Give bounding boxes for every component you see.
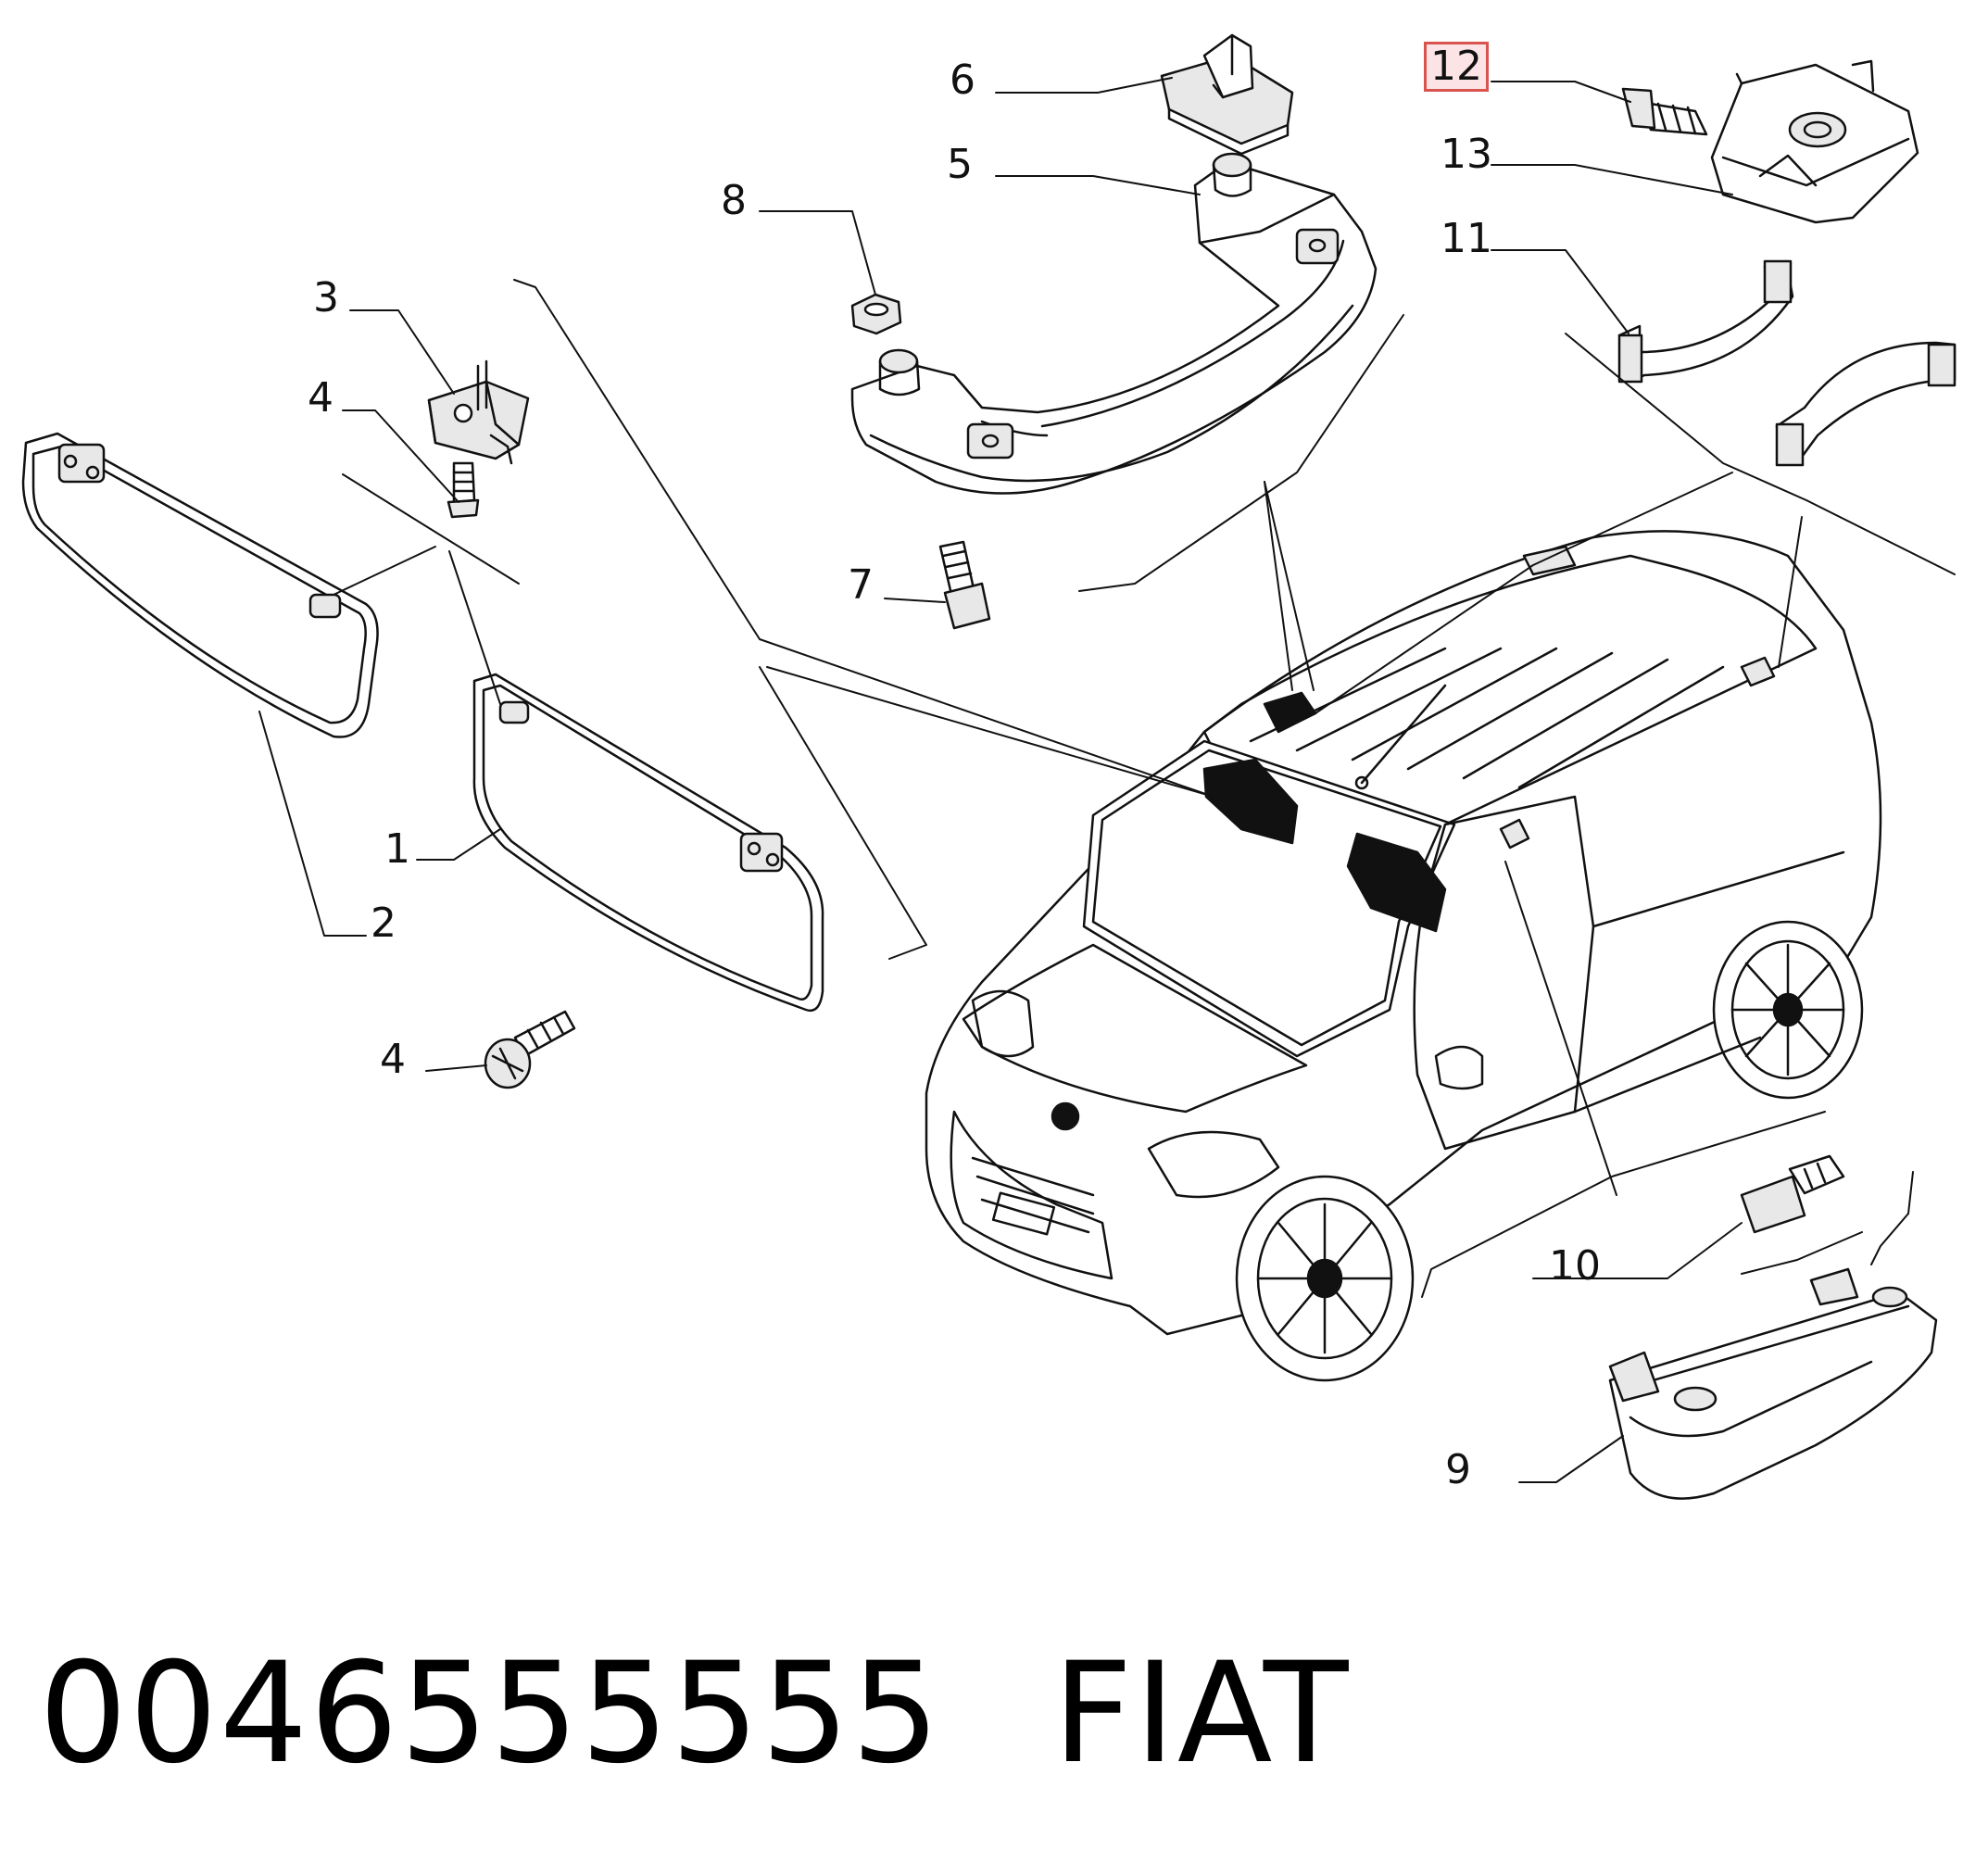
callout-7: 7 (848, 561, 874, 609)
leader-lines (258, 77, 1956, 1483)
speed-nut (1710, 59, 1919, 224)
callout-4-upper: 4 (308, 374, 333, 422)
sun-visor-center (472, 673, 824, 1013)
callout-2: 2 (371, 900, 396, 947)
handle-small-upper (1617, 259, 1794, 384)
callout-1: 1 (384, 825, 410, 873)
handle-small-lower (1775, 341, 1957, 467)
screw-small (447, 461, 480, 519)
courtesy-light (1608, 1267, 1938, 1500)
part-number: 0046555555 (39, 1633, 942, 1794)
callout-10: 10 (1549, 1242, 1601, 1290)
callout-9: 9 (1445, 1446, 1471, 1493)
bolt-10 (1740, 1154, 1845, 1234)
callout-13: 13 (1441, 131, 1492, 178)
van-illustration (925, 530, 1882, 1382)
callout-3: 3 (313, 274, 339, 321)
callout-6: 6 (950, 57, 975, 104)
grab-handle (850, 152, 1378, 495)
brand-name: FIAT (1052, 1633, 1351, 1794)
clip (1160, 33, 1294, 156)
callout-8: 8 (721, 177, 747, 224)
part-footer: 0046555555 FIAT (39, 1644, 1350, 1783)
visor-bracket (427, 359, 530, 465)
callout-4-lower: 4 (380, 1036, 406, 1083)
callout-5: 5 (947, 141, 973, 188)
screw-12 (1621, 87, 1708, 136)
screw-large (484, 1010, 576, 1089)
callout-11: 11 (1441, 215, 1492, 262)
callout-12[interactable]: 12 (1424, 42, 1489, 92)
sun-visor-left (21, 432, 379, 738)
nut (850, 293, 902, 335)
bolt (938, 540, 991, 630)
